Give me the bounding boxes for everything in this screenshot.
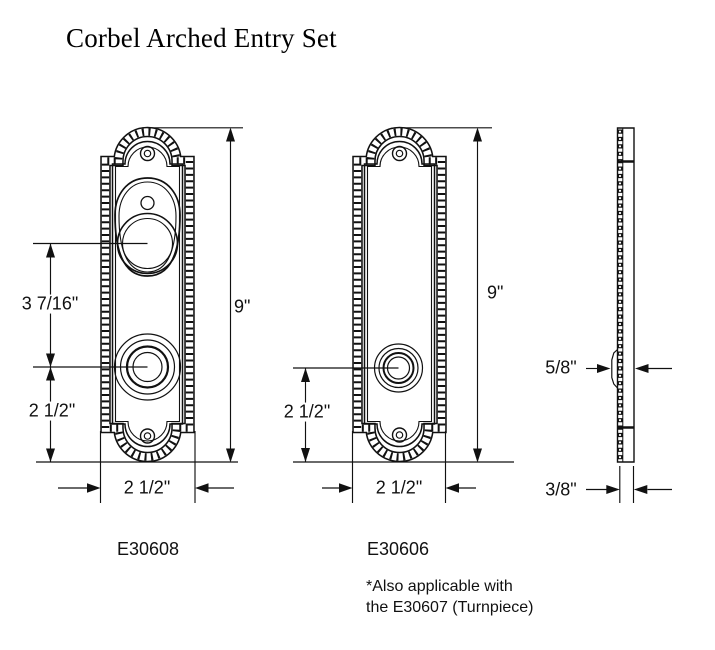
dentil-band [353, 128, 446, 461]
bottom-screw-hole [391, 427, 408, 443]
footnote-line2: the E30607 (Turnpiece) [366, 598, 534, 616]
top-screw-hole [139, 145, 156, 162]
footnote-line1: *Also applicable with [366, 578, 513, 595]
dim-label-height-e30608: 9" [234, 296, 251, 317]
bottom-screw-hole [139, 428, 156, 444]
plate-side-view [611, 127, 635, 463]
footnote: *Also applicable with the E30607 (Turnpi… [366, 577, 534, 618]
upper-escutcheon [114, 177, 181, 277]
top-screw-hole [391, 145, 408, 162]
dims-side-view [586, 364, 672, 503]
part-number-e30606: E30606 [367, 539, 430, 559]
dim-label-width-e30606: 2 1/2" [375, 477, 423, 498]
dim-label-upper-center-to-center: 3 7/16" [19, 293, 81, 314]
dim-label-lower-left: 2 1/2" [26, 400, 78, 421]
plate-inner-outline [363, 140, 436, 448]
cylinder-hole [140, 195, 155, 211]
side-outline [616, 127, 635, 463]
page-title: Corbel Arched Entry Set [66, 23, 337, 53]
dim-label-height-e30606: 9" [487, 282, 504, 303]
dim-label-thickness: 3/8" [545, 479, 577, 500]
part-number-e30608: E30608 [117, 539, 180, 559]
dim-label-lower-middle: 2 1/2" [281, 401, 333, 422]
dim-label-projection: 5/8" [545, 357, 577, 378]
dims-e30608 [33, 127, 243, 503]
plate-outline [100, 126, 195, 463]
dim-label-width-e30608: 2 1/2" [123, 477, 171, 498]
plate-outline [352, 126, 447, 463]
dims-e30606 [293, 127, 514, 503]
plate-front-e30606 [352, 126, 447, 463]
plate-front-e30608 [100, 126, 195, 463]
plate-inner-outline [111, 140, 184, 448]
dentil-band [101, 128, 194, 461]
rosette-profile-bump [611, 349, 618, 389]
